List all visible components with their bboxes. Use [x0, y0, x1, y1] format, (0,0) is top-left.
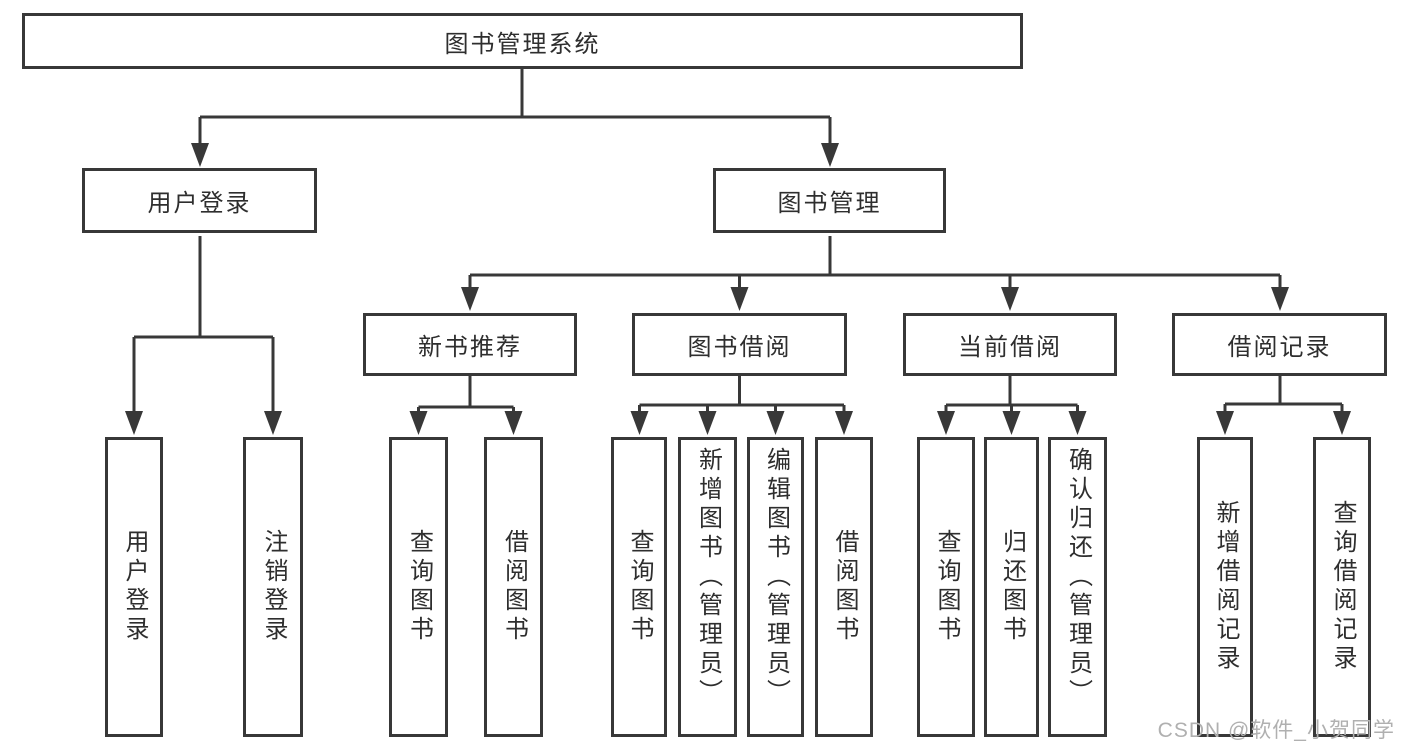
- leaf-bb-query-book-label: 查询图书: [626, 529, 653, 645]
- leaf-cb-return-book: 归还图书: [984, 437, 1039, 737]
- leaf-bb-edit-book-admin-label: 编辑图书（管理员）: [762, 447, 790, 708]
- leaf-rec-query-book: 查询图书: [389, 437, 448, 737]
- leaf-rec-borrow-book-label: 借阅图书: [500, 529, 528, 645]
- leaf-bb-edit-book-admin: 编辑图书（管理员）: [747, 437, 804, 737]
- leaf-logout: 注销登录: [243, 437, 303, 737]
- csdn-watermark: CSDN @软件_小贺同学: [1157, 719, 1395, 742]
- leaf-br-add-record: 新增借阅记录: [1197, 437, 1253, 737]
- node-new-book-recommend: 新书推荐: [363, 313, 577, 376]
- leaf-logout-label: 注销登录: [260, 529, 287, 645]
- leaf-bb-add-book-admin: 新增图书（管理员）: [678, 437, 737, 737]
- leaf-bb-borrow-book-label: 借阅图书: [831, 529, 858, 645]
- node-book-borrowing: 图书借阅: [632, 313, 847, 376]
- leaf-rec-borrow-book: 借阅图书: [484, 437, 543, 737]
- leaf-cb-confirm-return-admin-label: 确认归还（管理员）: [1064, 447, 1092, 708]
- leaf-bb-query-book: 查询图书: [611, 437, 667, 737]
- leaf-cb-confirm-return-admin: 确认归还（管理员）: [1048, 437, 1107, 737]
- node-root-library-system: 图书管理系统: [22, 13, 1023, 69]
- leaf-br-query-record-label: 查询借阅记录: [1329, 500, 1356, 674]
- leaf-bb-add-book-admin-label: 新增图书（管理员）: [694, 447, 722, 708]
- leaf-br-add-record-label: 新增借阅记录: [1212, 500, 1239, 674]
- node-book-management: 图书管理: [713, 168, 946, 233]
- leaf-cb-query-book-label: 查询图书: [933, 529, 960, 645]
- node-user-login: 用户登录: [82, 168, 317, 233]
- leaf-cb-query-book: 查询图书: [917, 437, 975, 737]
- leaf-user-login-label: 用户登录: [121, 529, 148, 645]
- node-borrow-records: 借阅记录: [1172, 313, 1387, 376]
- leaf-br-query-record: 查询借阅记录: [1313, 437, 1371, 737]
- leaf-bb-borrow-book: 借阅图书: [815, 437, 873, 737]
- leaf-rec-query-book-label: 查询图书: [405, 529, 433, 645]
- node-current-borrowing: 当前借阅: [903, 313, 1117, 376]
- leaf-user-login: 用户登录: [105, 437, 163, 737]
- leaf-cb-return-book-label: 归还图书: [998, 529, 1026, 645]
